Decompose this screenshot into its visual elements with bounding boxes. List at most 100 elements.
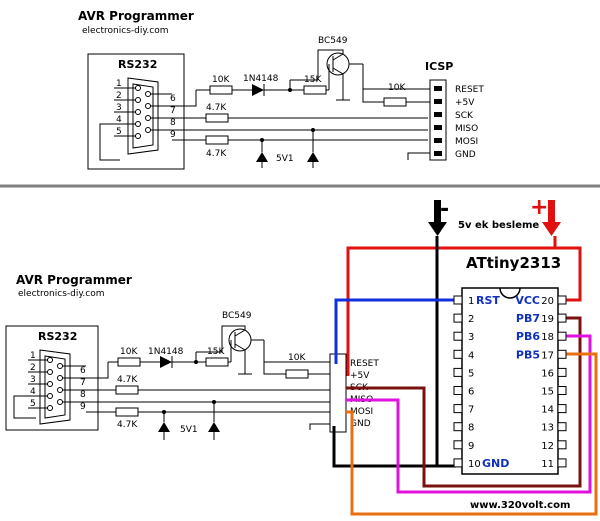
top-pin-2: 2	[116, 91, 122, 101]
chip-pin-num-19: 19	[541, 314, 554, 325]
top-db9-pins-left	[135, 85, 151, 139]
top-icsp-gnd: GND	[455, 150, 476, 160]
supply-plus-label: +	[530, 195, 548, 220]
bottom-res-10k-label: 10K	[120, 347, 138, 357]
chip-pin-num-11: 11	[541, 459, 554, 470]
chip-pin-7	[453, 404, 463, 414]
bottom-resistor-10k	[117, 357, 141, 367]
bottom-pin-4: 4	[30, 387, 36, 397]
bottom-resistor-47k-2	[115, 407, 139, 417]
supply-note: 5v ek besleme	[458, 220, 539, 231]
top-pin-3: 3	[116, 103, 122, 113]
chip-pin-4	[453, 349, 463, 359]
bottom-pin-8: 8	[80, 390, 86, 400]
wire-vcc	[346, 236, 557, 376]
chip-pin-name-vcc: VCC	[515, 294, 540, 307]
top-resistor-15k	[303, 85, 327, 95]
chip-pin-15	[557, 386, 567, 395]
chip-pin-num-13: 13	[541, 423, 554, 434]
top-zener-2	[307, 152, 319, 162]
chip-pin-num-1: 1	[468, 296, 474, 307]
bottom-res-47k-2-label: 4.7K	[117, 420, 138, 430]
wire-gnd	[332, 236, 439, 468]
top-pin-4: 4	[116, 115, 122, 125]
top-pin-1: 1	[116, 79, 122, 89]
chip-name: ATtiny2313	[466, 254, 561, 272]
top-resistor-47k-2	[205, 135, 229, 145]
top-res-47k-1-label: 4.7K	[206, 103, 227, 113]
top-icsp-sck: SCK	[455, 111, 474, 121]
top-pin-7: 7	[170, 106, 176, 116]
bottom-diode-label: 1N4148	[148, 347, 184, 357]
chip-pin-num-5: 5	[468, 368, 474, 379]
chip-pin-11	[557, 458, 567, 468]
top-transistor-label: BC549	[318, 36, 348, 46]
chip-pin-num-2: 2	[468, 314, 474, 325]
supply-plus-arrow	[548, 200, 555, 222]
top-transistor	[326, 52, 350, 76]
chip-pin-num-10: 10	[468, 459, 481, 470]
top-zener-label: 5V1	[276, 154, 294, 164]
bottom-pin-2: 2	[30, 363, 36, 373]
wire-mosi	[346, 352, 598, 516]
chip-pin-12	[557, 440, 567, 450]
supply-minus-label: -	[440, 197, 449, 222]
chip-pin-name-pb5: PB5	[516, 348, 540, 361]
bottom-rs232-label: RS232	[38, 330, 77, 343]
bottom-icsp-mosi: MOSI	[350, 407, 373, 417]
bottom-zener-2	[208, 422, 220, 432]
top-diode-label: 1N4148	[243, 74, 279, 84]
bottom-res-10k-out-label: 10K	[288, 353, 306, 363]
bottom-title: AVR Programmer	[16, 273, 132, 287]
chip-pin-2	[453, 313, 463, 323]
chip-pin-18	[557, 331, 567, 341]
chip-pin-num-18: 18	[541, 332, 554, 343]
top-resistor-10k-out	[383, 97, 407, 107]
chip-pin-17	[557, 349, 567, 359]
top-pin-9: 9	[170, 130, 176, 140]
bottom-pin-5: 5	[30, 399, 36, 409]
bottom-pin-7: 7	[80, 378, 86, 388]
chip-pin-name-pb6: PB6	[516, 330, 540, 343]
top-icsp-label: ICSP	[425, 60, 453, 73]
chip-pin-3	[453, 331, 463, 341]
chip-pin-name-rst: RST	[476, 294, 500, 307]
top-icsp-mosi: MOSI	[455, 137, 478, 147]
top-res-47k-2-label: 4.7K	[206, 149, 227, 159]
top-icsp-connector	[429, 79, 447, 161]
bottom-icsp-reset: RESET	[350, 359, 379, 369]
top-rs232-label: RS232	[118, 58, 157, 71]
bottom-resistor-47k-1	[115, 385, 139, 395]
wire-sck	[346, 316, 582, 488]
wire-miso	[346, 334, 592, 494]
top-resistor-47k-1	[205, 113, 229, 123]
chip-pin-13	[557, 422, 567, 432]
chip-pin-num-16: 16	[541, 368, 554, 379]
bottom-zener-label: 5V1	[180, 425, 198, 435]
chip-pin-num-12: 12	[541, 441, 554, 452]
chip-pin-name-pb7: PB7	[516, 312, 540, 325]
bottom-transistor-label: BC549	[222, 311, 252, 321]
top-icsp-miso: MISO	[455, 124, 478, 134]
chip-pin-6	[453, 386, 463, 395]
chip-pin-num-4: 4	[468, 350, 474, 361]
chip-pin-num-14: 14	[541, 405, 554, 416]
bottom-resistor-10k-out	[285, 369, 309, 379]
top-schematic: AVR Programmer electronics-diy.com RS232…	[78, 9, 484, 170]
bottom-res-47k-1-label: 4.7K	[117, 375, 138, 385]
top-resistor-10k	[209, 85, 233, 95]
top-res-10k-out-label: 10K	[388, 83, 406, 93]
top-icsp-5v: +5V	[455, 98, 475, 108]
chip-pin-num-6: 6	[468, 387, 474, 398]
chip-pin-8	[453, 422, 463, 432]
bottom-pin-9: 9	[80, 402, 86, 412]
top-zener-1	[256, 152, 268, 162]
chip-pin-9	[453, 440, 463, 450]
top-diode	[252, 84, 264, 96]
bottom-diode	[160, 356, 172, 368]
wire-reset	[334, 298, 456, 364]
chip-pin-num-15: 15	[541, 387, 554, 398]
